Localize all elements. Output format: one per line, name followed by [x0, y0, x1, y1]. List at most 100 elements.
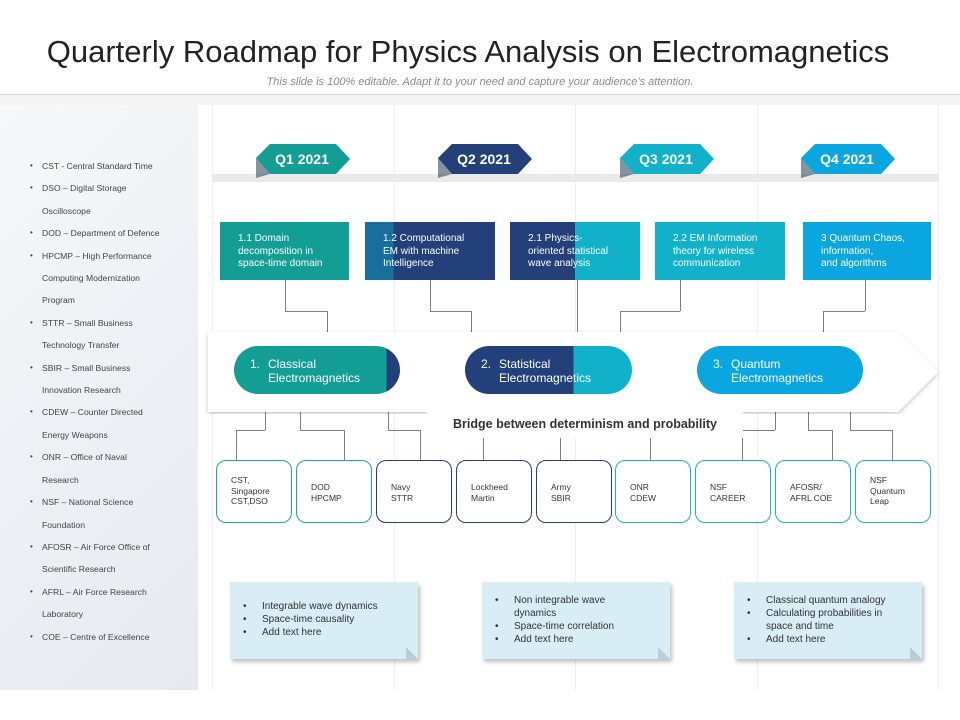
- note-fold: [406, 647, 418, 659]
- connector-line: [285, 311, 327, 312]
- glossary-text: ONR – Office of Naval: [42, 452, 127, 463]
- note-text: Calculating probabilities in: [766, 608, 883, 619]
- column-divider: [938, 105, 939, 690]
- chevron-shape: [438, 144, 532, 178]
- quarter-label: Q2 2021: [457, 151, 511, 167]
- task-text: and algorithms: [821, 258, 887, 269]
- glossary-text: Innovation Research: [42, 385, 121, 396]
- glossary-item: COE – Centre of Excellence: [0, 626, 198, 649]
- glossary-text: STTR – Small Business: [42, 317, 133, 328]
- connector-line: [680, 280, 681, 311]
- connector-line: [420, 430, 421, 460]
- subtask-text: Navy: [391, 482, 411, 492]
- note-text: Add text here: [514, 634, 574, 645]
- connector-line: [832, 430, 833, 460]
- glossary-text: Technology Transfer: [42, 340, 120, 351]
- subtask-text: Lockheed: [471, 482, 508, 492]
- subtask-box: AFOSR/AFRL COE: [775, 460, 851, 523]
- note-text: Space-time correlation: [514, 621, 615, 632]
- note-text: Add text here: [766, 634, 826, 645]
- connector-line: [430, 280, 431, 311]
- connector-line: [560, 438, 561, 460]
- note-item: Add text here: [494, 633, 614, 646]
- glossary-text: AFOSR – Air Force Office of: [42, 541, 150, 552]
- connector-line: [236, 430, 265, 431]
- subtask-text: CDEW: [630, 492, 656, 503]
- glossary-text: DOD – Department of Defence: [42, 228, 160, 239]
- glossary-item: DOD – Department of Defence: [0, 222, 198, 245]
- glossary-text: SBIR – Small Business: [42, 362, 131, 373]
- phase-label-line: Quantum: [731, 357, 781, 371]
- note-item: Add text here: [242, 626, 378, 639]
- note-text: space and time: [766, 621, 834, 632]
- glossary-text: AFRL – Air Force Research: [42, 586, 147, 597]
- connector-line: [620, 311, 621, 346]
- subtask-text: Army: [551, 482, 571, 492]
- note-text: Space-time causality: [262, 614, 355, 625]
- subtask-text: CST,DSO: [231, 496, 268, 506]
- glossary-text: CST - Central Standard Time: [42, 161, 153, 171]
- task-text: space-time domain: [238, 258, 323, 269]
- connector-line: [742, 430, 743, 460]
- page-subtitle: This slide is 100% editable. Adapt it to…: [266, 76, 694, 88]
- connector-line: [471, 311, 472, 346]
- glossary-text: Oscilloscope: [42, 205, 91, 216]
- task-text: 1.2 Computational: [383, 233, 465, 244]
- page-title: Quarterly Roadmap for Physics Analysis o…: [46, 34, 890, 69]
- glossary-list: CST - Central Standard TimeDSO – Digital…: [0, 155, 198, 648]
- glossary-panel: CST - Central Standard TimeDSO – Digital…: [0, 105, 198, 690]
- subtask-text: AFOSR/: [790, 482, 822, 492]
- subtask-text: STTR: [391, 492, 414, 503]
- task-text: oriented statistical: [528, 245, 609, 257]
- note-item: Integrable wave dynamics: [242, 600, 378, 613]
- connector-line: [236, 430, 237, 460]
- subtask-text: Martin: [471, 492, 495, 503]
- note-text: dynamics: [514, 608, 557, 619]
- connector-line: [823, 311, 865, 312]
- connector-line: [388, 430, 420, 431]
- connector-line: [865, 280, 866, 311]
- note-card: Classical quantum analogyCalculating pro…: [734, 582, 922, 659]
- quarter-label: Q3 2021: [639, 151, 693, 167]
- subtask-text: AFRL COE: [790, 492, 833, 503]
- phase-number: 1.: [250, 357, 261, 371]
- subtask-text: NSF: [710, 482, 727, 492]
- bridge-label: Bridge between determinism and probabili…: [427, 410, 743, 438]
- header-band: [0, 95, 960, 105]
- subtask-text: CAREER: [710, 492, 746, 503]
- note-text: Integrable wave dynamics: [262, 601, 378, 612]
- subtask-text: CST,: [231, 475, 250, 485]
- note-fold: [658, 647, 670, 659]
- task-text: 3 Quantum Chaos,: [821, 233, 905, 244]
- phase-label-line: Electromagnetics: [499, 371, 592, 385]
- quarter-marker: Q4 2021: [801, 144, 897, 178]
- quarter-marker: Q3 2021: [620, 144, 716, 178]
- note-text: Add text here: [262, 627, 322, 638]
- chevron-shape: [801, 144, 895, 178]
- glossary-text: HPCMP – High Performance: [42, 250, 152, 261]
- phase-label-line: Classical: [268, 357, 317, 371]
- chevron-shape: [256, 144, 350, 178]
- task-text: information,: [821, 245, 874, 257]
- glossary-text: Computing Modernization: [42, 273, 140, 284]
- note-card: Integrable wave dynamicsSpace-time causa…: [230, 582, 418, 659]
- quarter-label: Q4 2021: [820, 151, 874, 167]
- glossary-text: NSF – National Science: [42, 497, 134, 508]
- task-text: 1.1 Domain: [238, 233, 290, 244]
- connector-line: [808, 430, 832, 431]
- task-text: communication: [673, 258, 741, 269]
- task-box: 3 Quantum Chaos,information,and algorith…: [803, 222, 931, 280]
